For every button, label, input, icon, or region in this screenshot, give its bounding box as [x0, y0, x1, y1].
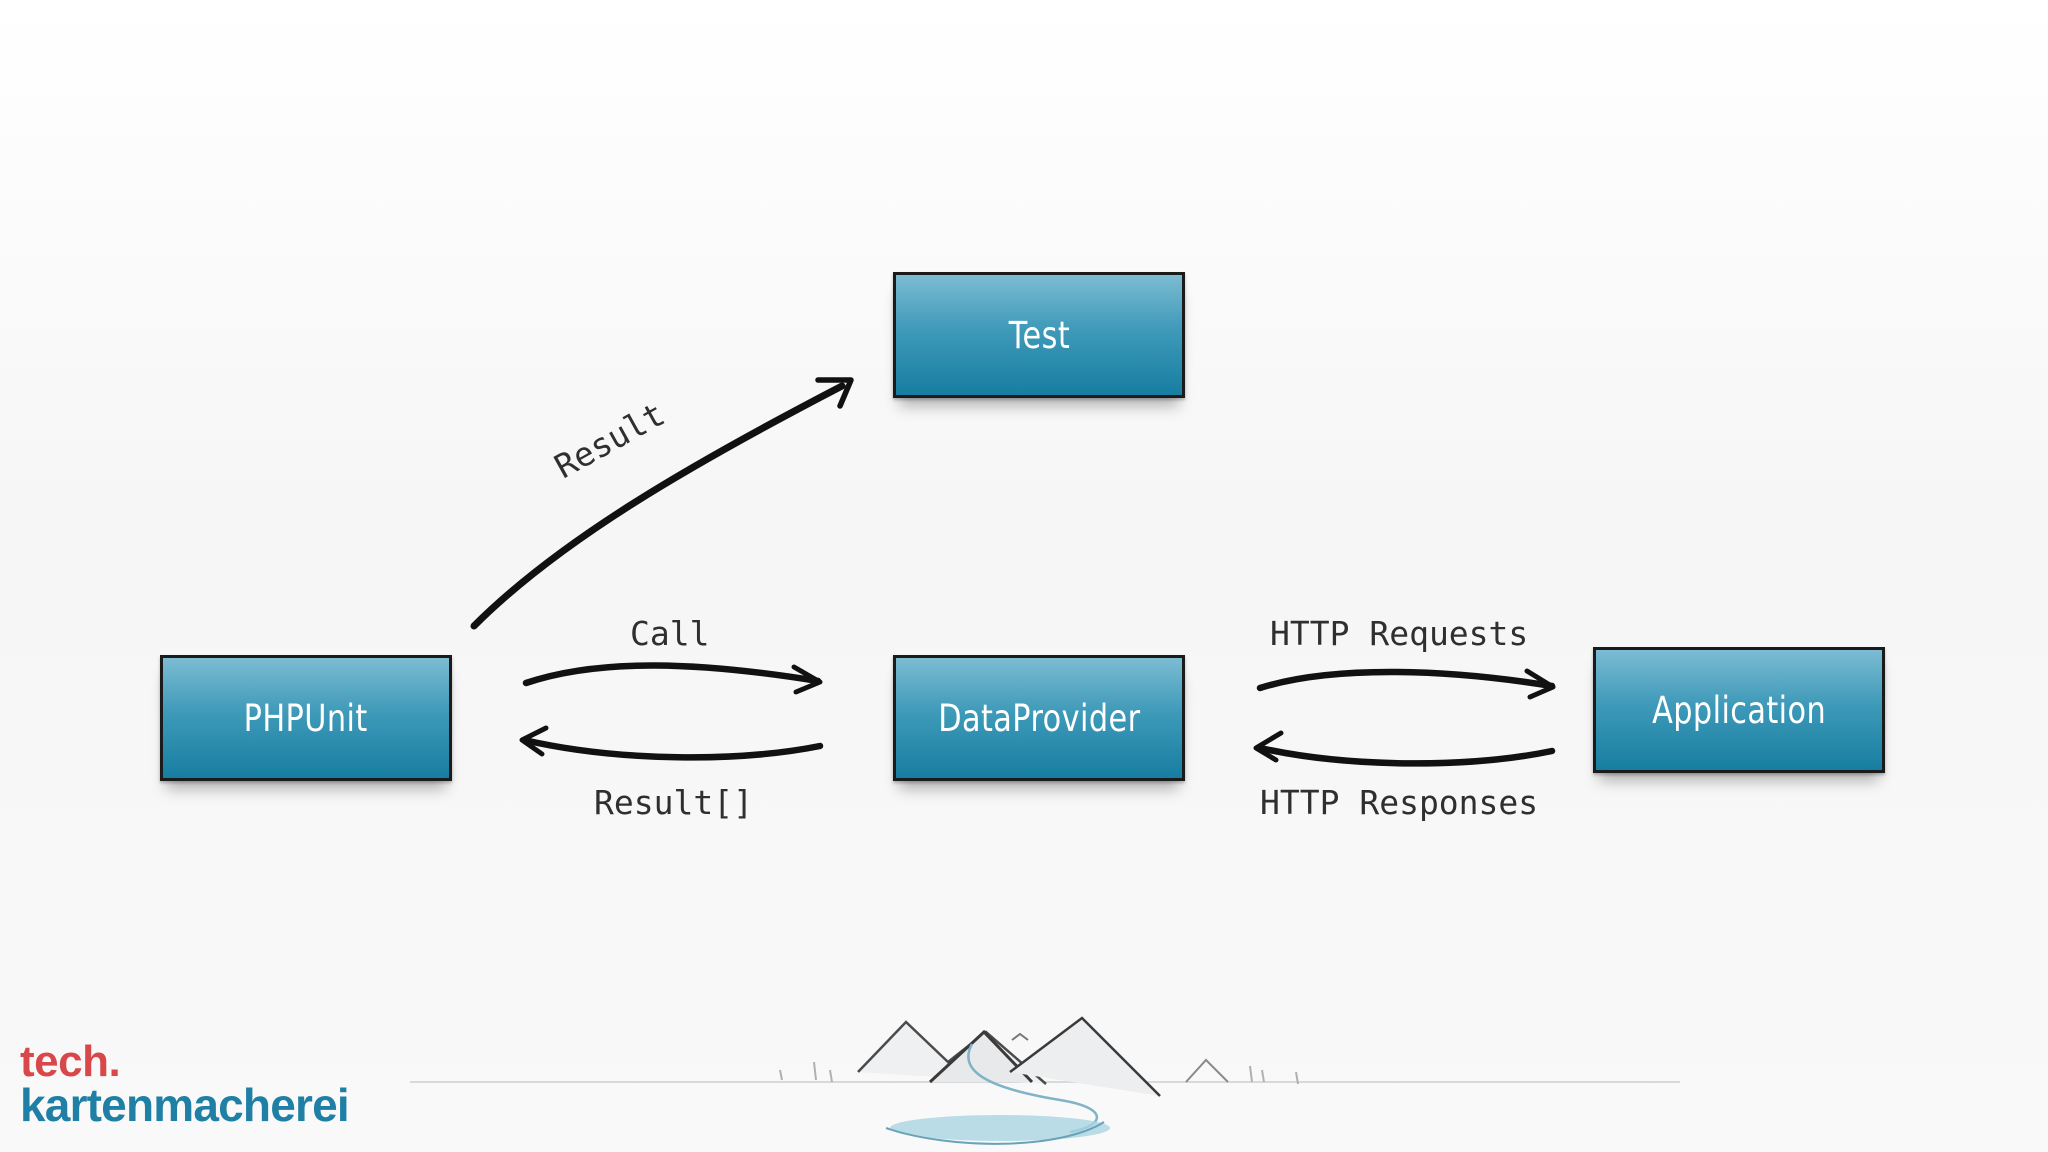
node-application-label: Application [1651, 688, 1827, 732]
edge-label-http-requests: HTTP Requests [1270, 614, 1529, 653]
node-test-label: Test [1008, 313, 1070, 357]
node-dataprovider-label: DataProvider [937, 696, 1141, 740]
brand-logo-line2: kartenmacherei [20, 1079, 350, 1131]
node-dataprovider: DataProvider [893, 655, 1185, 781]
brand-logo-line1: tech. [20, 1037, 121, 1086]
edge-label-result-array: Result[] [594, 783, 753, 822]
edge-label-call: Call [630, 614, 710, 653]
node-application: Application [1593, 647, 1885, 773]
node-phpunit-label: PHPUnit [243, 696, 369, 740]
node-test: Test [893, 272, 1185, 398]
arrow-http-responses [1253, 730, 1556, 767]
arrow-http-requests [1256, 668, 1556, 700]
mountains-illustration [779, 1016, 1299, 1145]
arrow-call [522, 662, 823, 695]
arrow-result-array [519, 725, 824, 761]
node-phpunit: PHPUnit [160, 655, 452, 781]
edge-label-http-responses: HTTP Responses [1260, 783, 1539, 822]
brand-logo: tech. kartenmacherei [20, 1037, 350, 1131]
arrow-result [470, 377, 854, 630]
